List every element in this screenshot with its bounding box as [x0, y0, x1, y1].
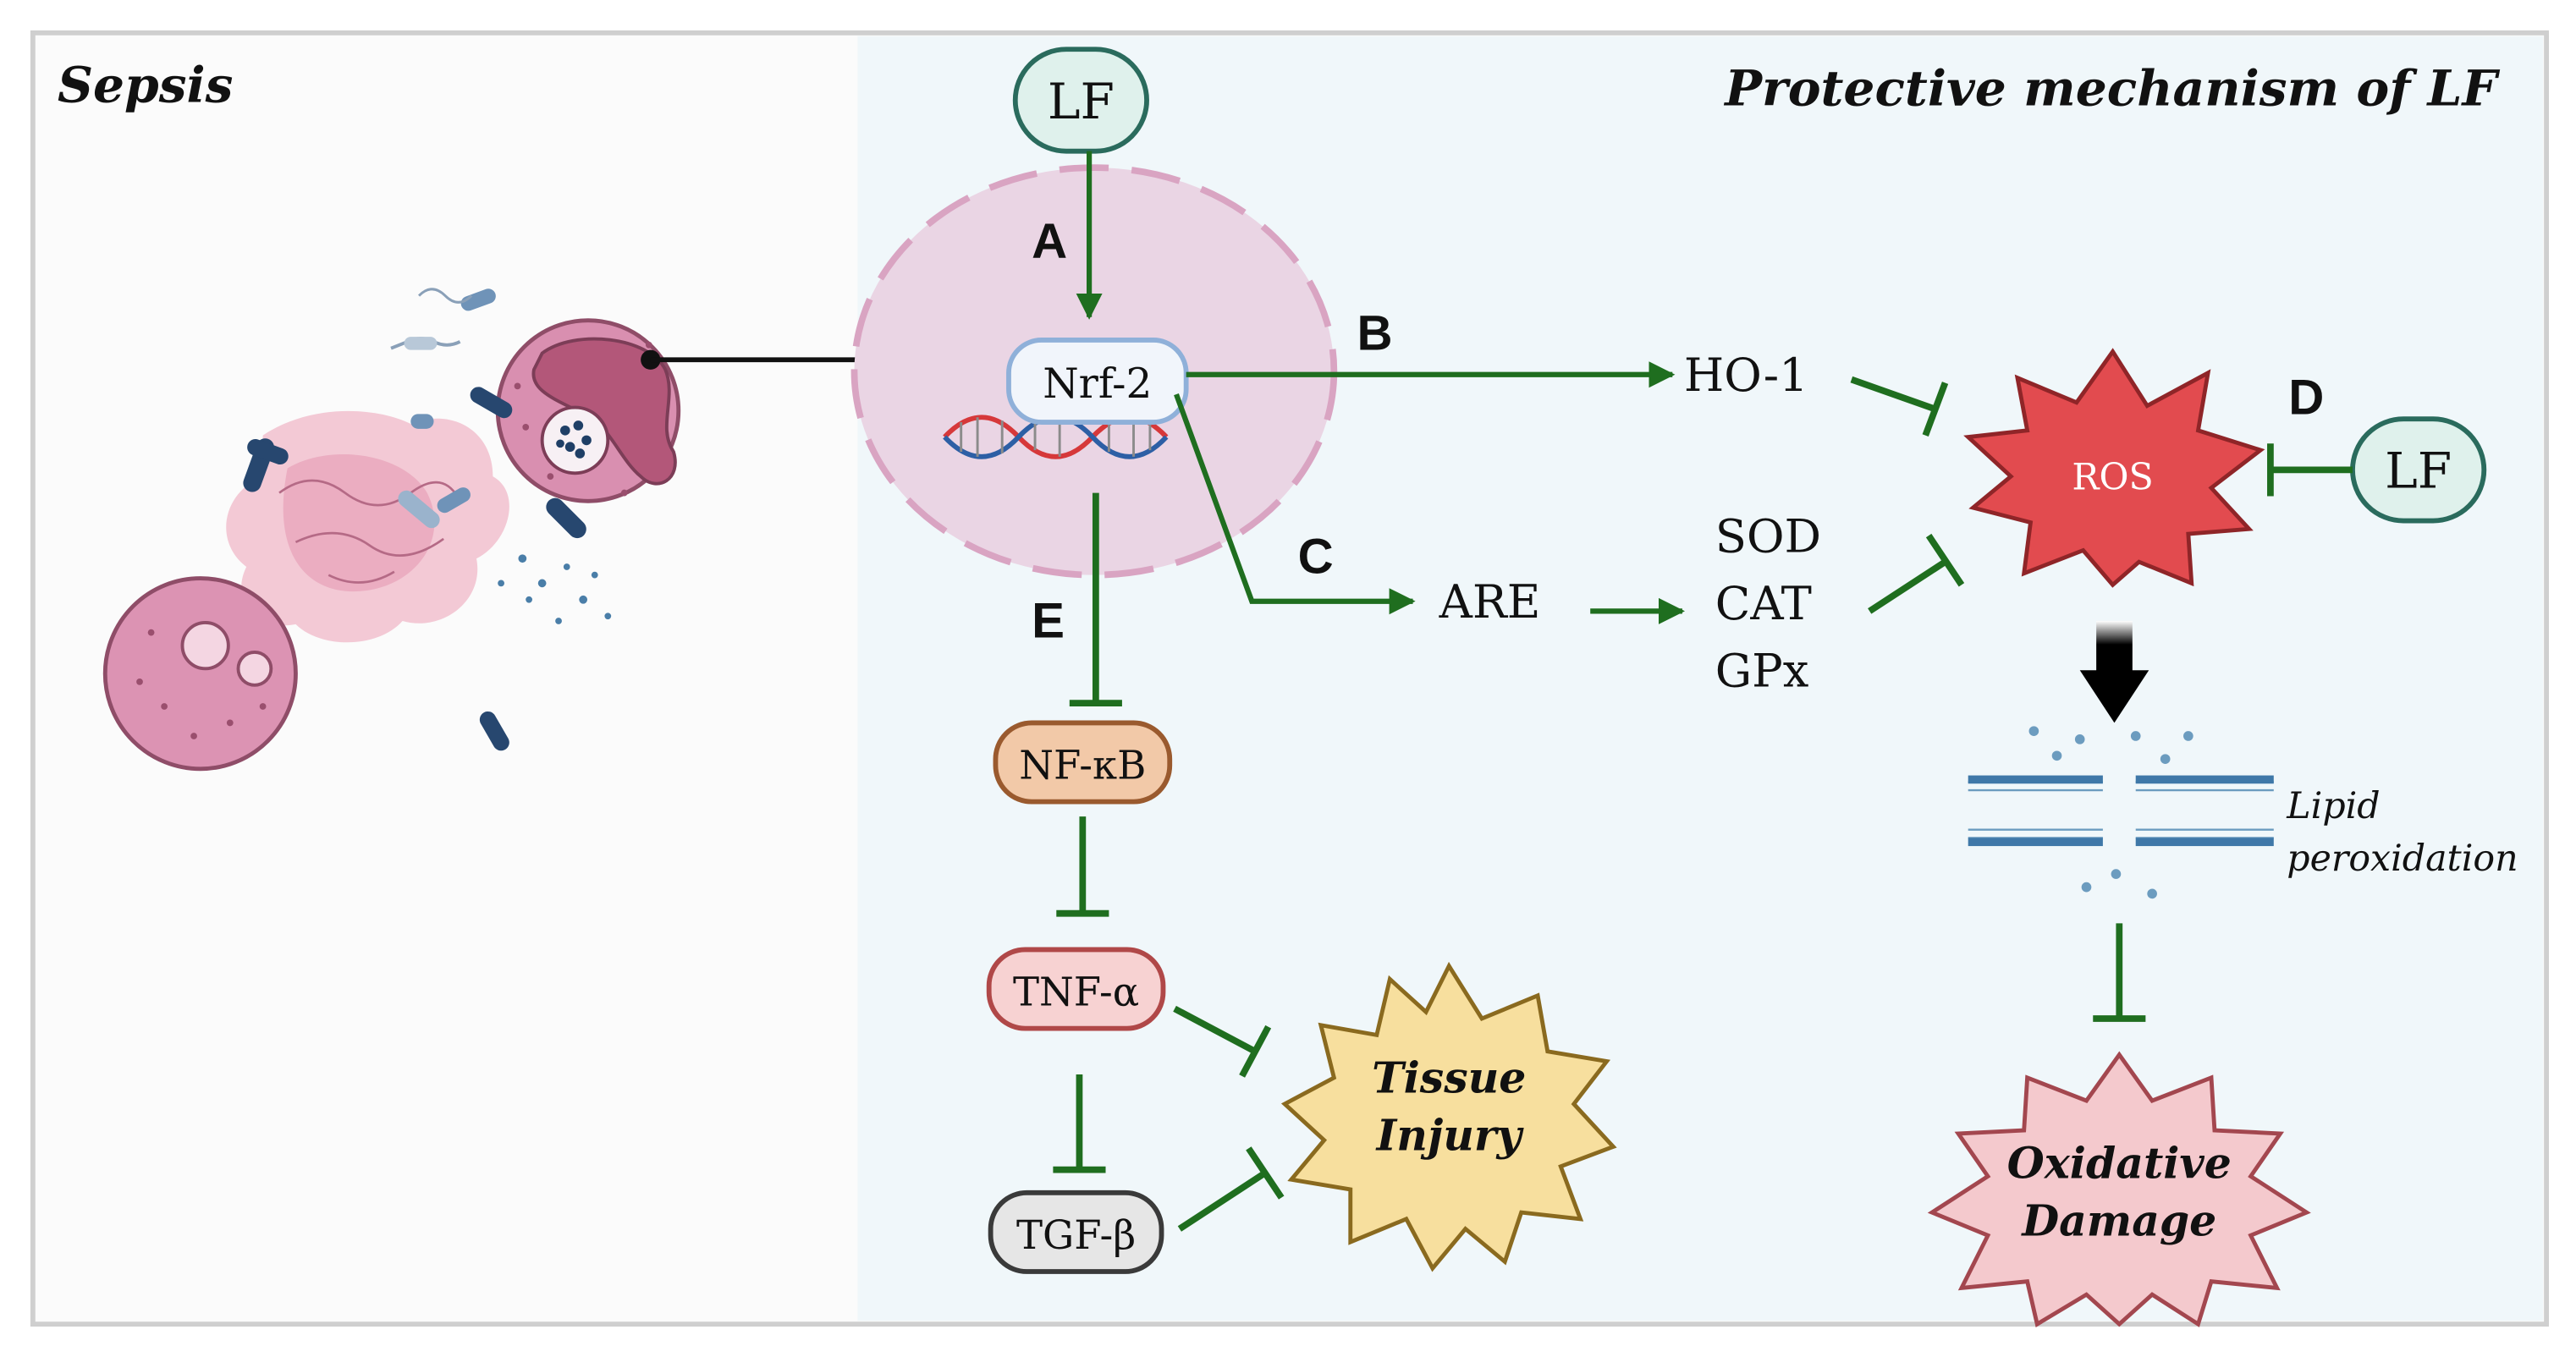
pathway-label-c: C	[1298, 530, 1334, 585]
oxidative-damage-line1: Oxidative	[2007, 1138, 2232, 1188]
protective-mechanism-title: Protective mechanism of LF	[1723, 58, 2500, 117]
nrf2-node-label: Nrf-2	[1043, 360, 1152, 408]
sepsis-illustration	[102, 288, 858, 772]
cell-debris-core	[283, 454, 435, 592]
inhibit-tnfa-injury-bar	[1239, 1025, 1272, 1078]
are-label: ARE	[1439, 575, 1541, 629]
gpx-label: GPx	[1715, 645, 1809, 698]
oxidative-damage-line2: Damage	[2020, 1195, 2216, 1245]
pathway-label-b: B	[1357, 306, 1393, 361]
arrow-nrf2-to-are	[1174, 393, 1416, 615]
lf-node-top-label: LF	[1048, 73, 1115, 130]
lipid-peroxidation-line1: Lipid	[2286, 785, 2380, 827]
tnfa-node-label: TNF-α	[1013, 969, 1139, 1014]
lf-node-right-label: LF	[2385, 442, 2452, 500]
tgfb-node-label: TGF-β	[1016, 1212, 1136, 1258]
debris-fibers	[278, 479, 461, 584]
neutrophil-granules	[514, 341, 652, 497]
sod-label: SOD	[1715, 509, 1821, 563]
inhibit-enzymes-ros	[1868, 558, 1947, 614]
pathway-label-e: E	[1032, 593, 1065, 648]
bacterial-particles	[498, 554, 612, 624]
lipid-peroxidation-line2: peroxidation	[2287, 838, 2518, 880]
inhibit-tnfa-injury	[1173, 1005, 1257, 1055]
inhibit-ho1-ros	[1850, 376, 1937, 413]
nfkb-node-label: NF-κB	[1019, 742, 1146, 788]
phagosome-bacteria	[556, 420, 592, 459]
dying-cell-vesicle	[236, 650, 273, 687]
inhibit-ho1-ros-bar	[1922, 382, 1949, 437]
nrf2-node	[1006, 338, 1189, 425]
cat-label: CAT	[1715, 577, 1812, 630]
tissue-injury-starburst	[1280, 961, 1617, 1272]
pathway-label-a: A	[1032, 214, 1067, 269]
dying-cell	[102, 576, 298, 772]
ros-starburst	[1963, 348, 2265, 588]
ros-label: ROS	[2072, 457, 2153, 499]
tissue-injury-line2: Injury	[1375, 1110, 1525, 1160]
ho1-label: HO-1	[1684, 349, 1808, 402]
dying-cell-granules	[136, 629, 267, 739]
dying-cell-nucleus	[180, 621, 230, 671]
sepsis-title: Sepsis	[58, 55, 234, 113]
nfkb-node	[993, 720, 1173, 805]
inhibit-enzymes-ros-bar	[1925, 533, 1965, 587]
inhibit-tgfb-injury	[1177, 1170, 1267, 1232]
tgfb-node	[988, 1189, 1164, 1274]
bacteria	[243, 288, 586, 751]
lf-node-top	[1012, 47, 1149, 154]
phagosome	[540, 405, 610, 475]
inhibit-tgfb-injury-bar	[1246, 1146, 1285, 1200]
ros-to-lipid-arrow	[2079, 621, 2149, 723]
oxidative-damage-starburst	[1927, 1051, 2311, 1327]
pathway-label-d: D	[2288, 370, 2324, 425]
tnfa-node	[986, 947, 1166, 1031]
lipid-membrane-icon	[1968, 726, 2274, 899]
tissue-injury-line1: Tissue	[1372, 1052, 1526, 1102]
